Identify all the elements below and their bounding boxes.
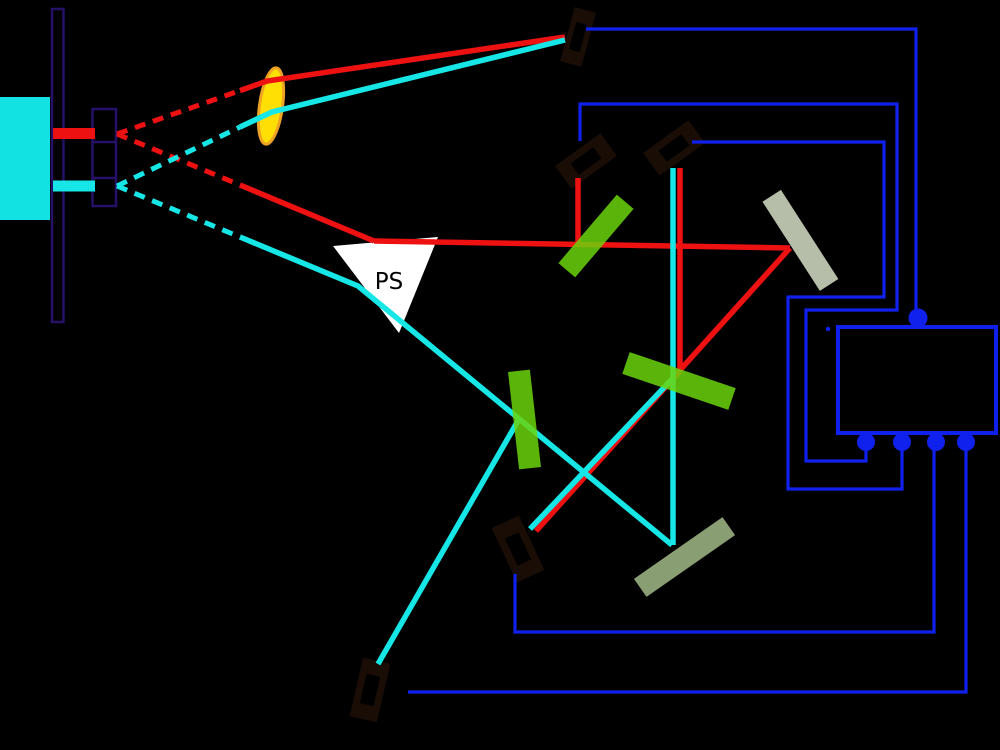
cyan-beam-upper-dashed <box>115 124 242 189</box>
photodetector-mid-right-aperture <box>658 134 690 162</box>
cyan-beam-to-top-mirror <box>238 37 566 130</box>
photodetector-lower-left-aperture <box>504 532 532 566</box>
beamsplitter-green-2 <box>508 369 541 470</box>
beamsplitter-green-1 <box>558 194 634 278</box>
electronics-terminal-top <box>908 308 928 328</box>
beamsplitter-green-3 <box>622 352 736 410</box>
photodetector-mid-left-aperture <box>570 147 602 175</box>
red-beam-mirror-to-splitter <box>678 246 793 371</box>
electronics-terminal-1 <box>857 433 875 451</box>
mounting-plate <box>50 7 65 324</box>
cyan-beam-through-prism <box>238 234 674 548</box>
ps-label: PS <box>375 269 403 295</box>
wire-detector-lower-left <box>513 446 936 634</box>
cyan-beam-to-bottom-detector <box>375 417 522 666</box>
laser-source-box <box>0 97 50 220</box>
electronics-terminal-2 <box>893 433 911 451</box>
wire-detector-top <box>586 27 918 309</box>
wire-detector-mid-left <box>578 102 899 463</box>
cyan-beam-to-detector <box>528 375 676 531</box>
electronics-terminal-3 <box>927 433 945 451</box>
photodetector-bottom-aperture <box>359 673 381 707</box>
cyan-beam-lower-dashed <box>116 183 241 240</box>
red-beam-upper-dashed <box>116 88 241 137</box>
steering-mirror-upper-right <box>762 189 839 291</box>
red-beam-lower-dashed <box>116 131 241 188</box>
photodetector-top-aperture <box>569 22 587 52</box>
junction-dot <box>825 326 831 332</box>
fiber-collimator-housing <box>91 107 118 208</box>
wire-detector-bottom <box>408 446 968 694</box>
steering-mirror-lower <box>633 517 736 597</box>
red-beam-to-prism <box>238 182 376 244</box>
red-beam-to-top-mirror <box>239 34 566 94</box>
electronics-terminal-4 <box>957 433 975 451</box>
wire-detector-mid-right <box>692 140 904 491</box>
ps-prism <box>333 237 438 333</box>
